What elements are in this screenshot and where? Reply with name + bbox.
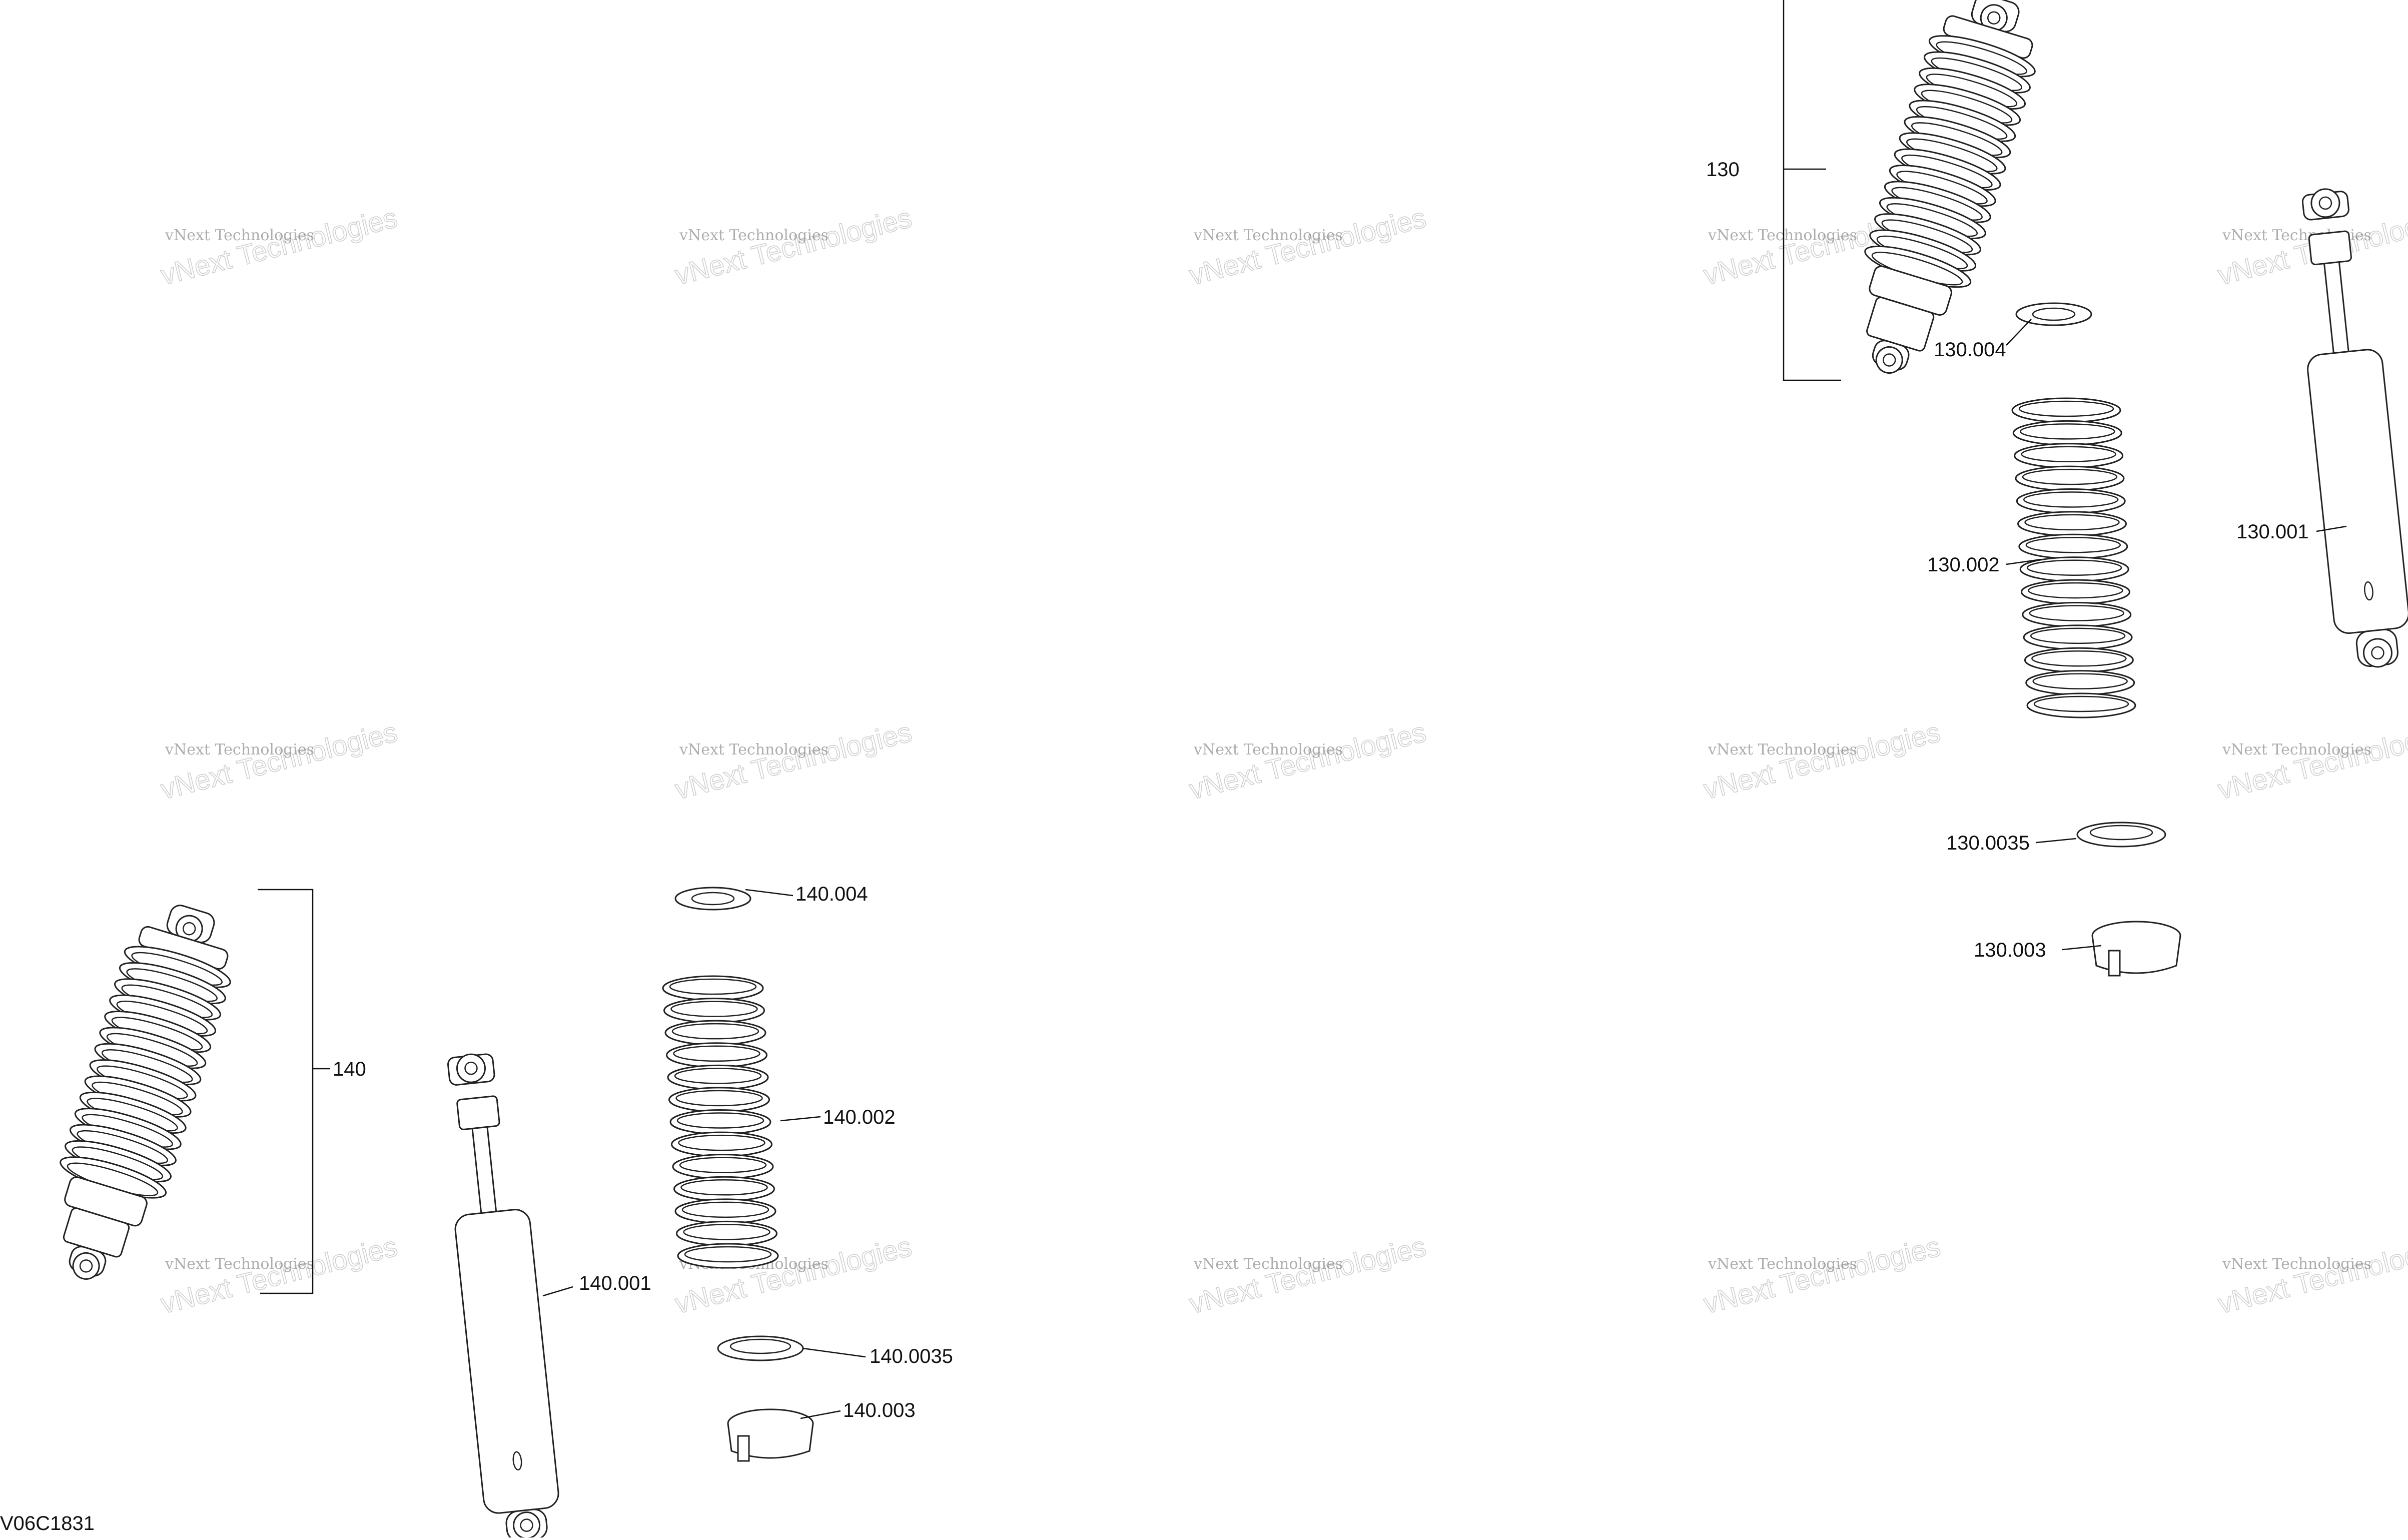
svg-text:vNext Technologies: vNext Technologies (2215, 716, 2408, 805)
callout-140-0035: 140.0035 (870, 1345, 953, 1367)
svg-text:vNext Technologies: vNext Technologies (165, 741, 314, 758)
svg-text:vNext Technologies: vNext Technologies (2222, 741, 2371, 758)
callout-130-004: 130.004 (1934, 339, 2006, 361)
svg-text:vNext Technologies: vNext Technologies (679, 227, 829, 244)
callout-140: 140 (333, 1058, 366, 1080)
callout-130-0035: 130.0035 (1946, 832, 2030, 854)
callout-140-004: 140.004 (795, 883, 868, 905)
svg-text:vNext Technologies: vNext Technologies (165, 1255, 314, 1273)
svg-text:vNext Technologies: vNext Technologies (2215, 1230, 2408, 1319)
svg-text:vNext Technologies: vNext Technologies (1186, 716, 1429, 805)
callout-130: 130 (1706, 159, 1740, 181)
svg-text:vNext Technologies: vNext Technologies (1701, 716, 1943, 805)
svg-text:vNext Technologies: vNext Technologies (1193, 741, 1343, 758)
svg-text:vNext Technologies: vNext Technologies (2222, 1255, 2371, 1273)
callout-140-001: 140.001 (579, 1272, 651, 1294)
svg-text:vNext Technologies: vNext Technologies (1186, 1230, 1429, 1319)
shock-assembly-140: 140 140.001 140.004 140.002 140.003 (60, 883, 953, 1540)
svg-text:vNext Technologies: vNext Technologies (1193, 227, 1343, 244)
svg-text:vNext Technologies: vNext Technologies (672, 202, 915, 291)
svg-text:vNext Technologies: vNext Technologies (1701, 1230, 1943, 1319)
svg-text:vNext Technologies: vNext Technologies (679, 741, 829, 758)
svg-text:vNext Technologies: vNext Technologies (672, 716, 915, 805)
callout-130-001: 130.001 (2236, 521, 2309, 543)
callout-130-003: 130.003 (1974, 939, 2046, 961)
svg-text:vNext Technologies: vNext Technologies (158, 1230, 400, 1319)
svg-text:vNext Technologies: vNext Technologies (1708, 1255, 1857, 1273)
svg-text:vNext Technologies: vNext Technologies (158, 716, 400, 805)
callout-140-003: 140.003 (843, 1399, 916, 1421)
callout-140-002: 140.002 (823, 1106, 896, 1128)
svg-text:vNext Technologies: vNext Technologies (158, 202, 400, 291)
callout-130-002: 130.002 (1927, 554, 2000, 576)
drawing-code: V06C1831 (0, 1512, 95, 1534)
shock-assembly-130: 130 130.004 130.002 130.001 130.003 (1706, 0, 2408, 977)
svg-text:vNext Technologies: vNext Technologies (1708, 227, 1857, 244)
svg-text:vNext Technologies: vNext Technologies (1193, 1255, 1343, 1273)
svg-text:vNext Technologies: vNext Technologies (1708, 741, 1857, 758)
svg-text:vNext Technologies: vNext Technologies (165, 227, 314, 244)
svg-text:vNext Technologies: vNext Technologies (1186, 202, 1429, 291)
